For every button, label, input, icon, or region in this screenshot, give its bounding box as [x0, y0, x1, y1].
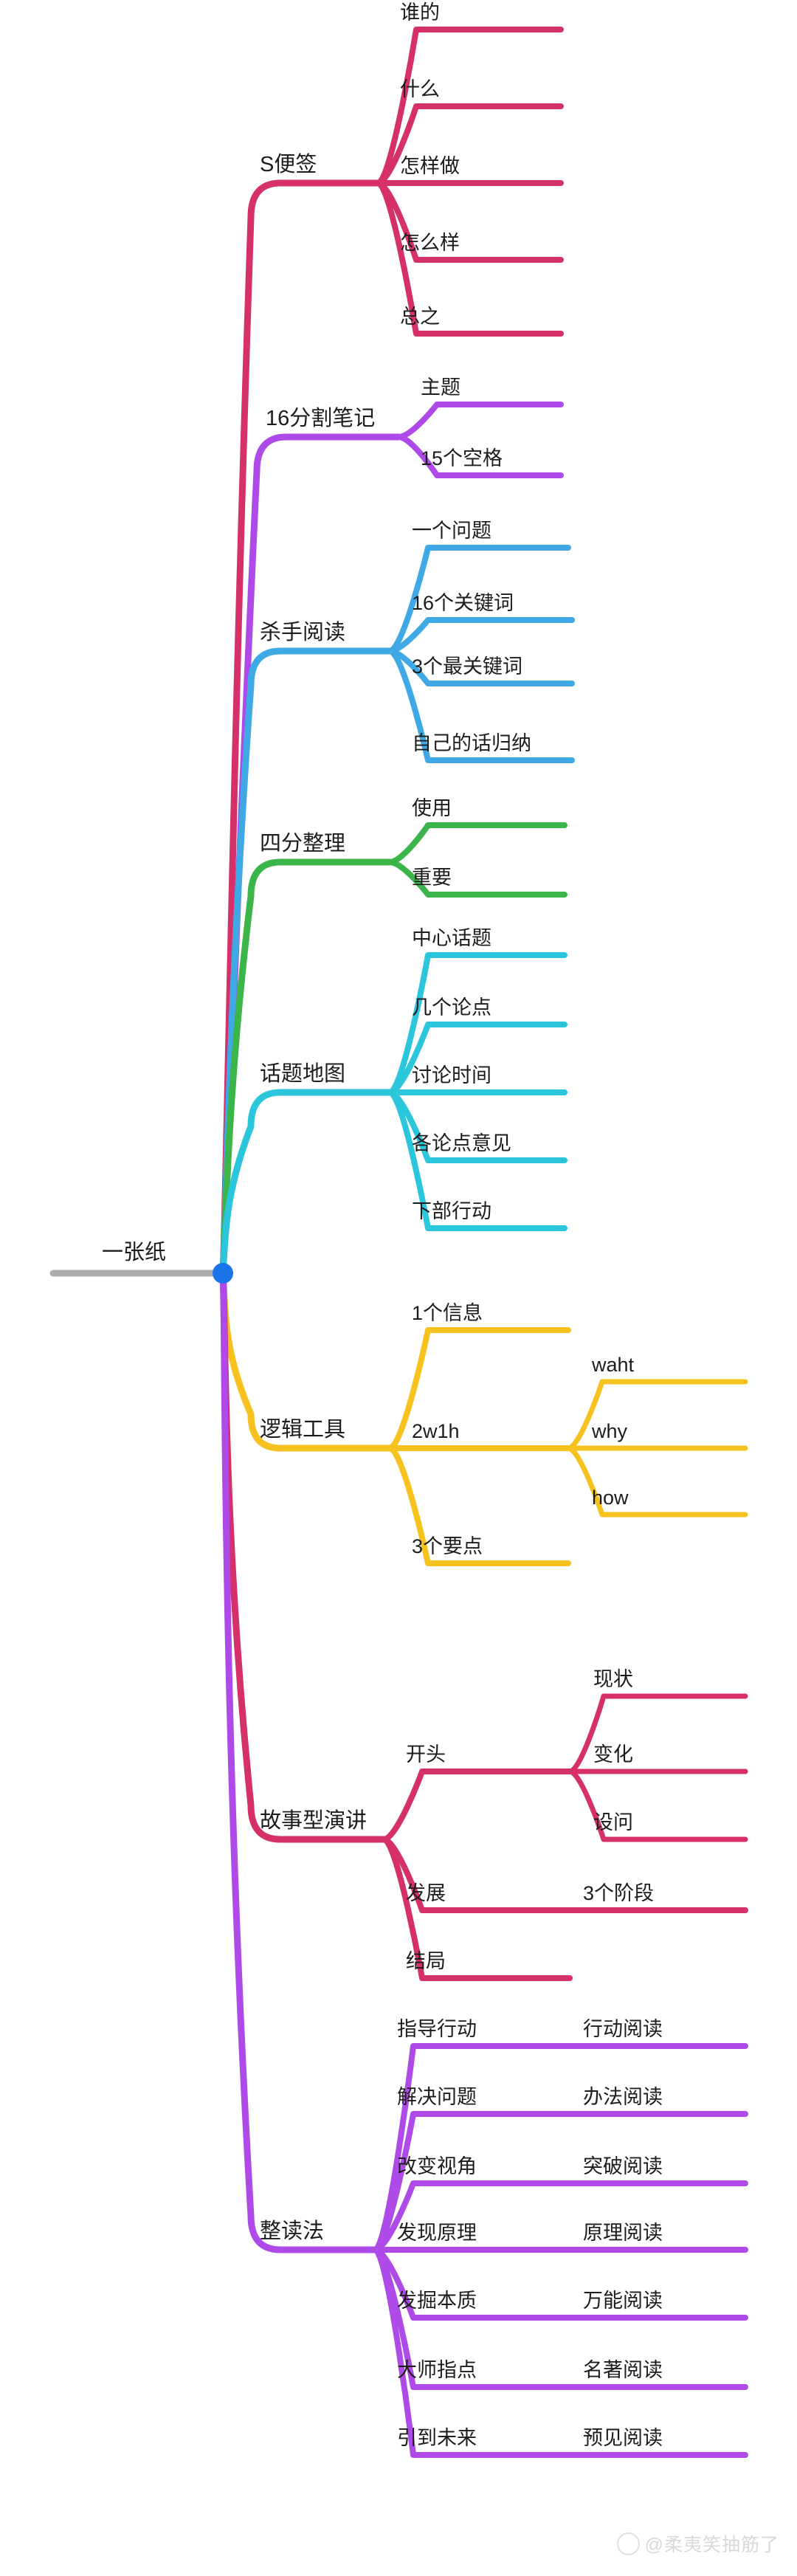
node-label-7-0[interactable]: 指导行动	[397, 2018, 477, 2040]
node-label-4-1[interactable]: 几个论点	[412, 996, 491, 1019]
root-node[interactable]: 一张纸	[49, 1240, 233, 1284]
edge-6-0-0	[567, 1693, 748, 1774]
edge-4-1	[387, 1022, 567, 1095]
node-label-7-1-leaf[interactable]: 办法阅读	[583, 2086, 663, 2108]
branch-label-1[interactable]: 16分割笔记	[266, 406, 375, 430]
edge-7-0	[372, 2043, 748, 2253]
branch-label-5[interactable]: 逻辑工具	[260, 1417, 345, 1442]
branch-spine-2	[219, 647, 393, 1277]
branch-label-4[interactable]: 话题地图	[260, 1061, 345, 1086]
edge-1-0	[396, 402, 564, 440]
node-label-7-5-leaf[interactable]: 名著阅读	[583, 2359, 663, 2381]
node-label-4-2[interactable]: 讨论时间	[412, 1064, 491, 1086]
node-label-6-0[interactable]: 开头	[406, 1743, 446, 1766]
branch-label-0[interactable]: S便签	[260, 152, 317, 176]
node-label-5-1-0[interactable]: waht	[591, 1354, 635, 1376]
node-label-2-3[interactable]: 自己的话归纳	[412, 732, 531, 754]
node-label-5-1-2[interactable]: how	[592, 1487, 629, 1509]
node-label-5-0[interactable]: 1个信息	[412, 1302, 483, 1324]
edge-2-0	[387, 545, 571, 654]
node-label-7-2-leaf[interactable]: 突破阅读	[583, 2155, 663, 2177]
node-label-7-0-leaf[interactable]: 行动阅读	[583, 2018, 663, 2040]
edge-6-2	[381, 1836, 573, 1981]
branch-spine-4	[219, 1089, 393, 1277]
node-label-3-1[interactable]: 重要	[412, 867, 452, 889]
edge-0-1	[375, 103, 564, 186]
branch-label-6[interactable]: 故事型演讲	[260, 1808, 367, 1833]
branch-spine-6	[219, 1270, 387, 1843]
node-label-7-6-leaf[interactable]: 预见阅读	[583, 2427, 663, 2449]
node-label-6-1-leaf[interactable]: 3个阶段	[583, 1882, 654, 1904]
edge-3-1	[387, 859, 567, 898]
root-hub-dot[interactable]	[213, 1263, 233, 1284]
branch-label-2[interactable]: 杀手阅读	[260, 620, 345, 644]
node-label-2-2[interactable]: 3个最关键词	[412, 655, 522, 678]
node-label-4-0[interactable]: 中心话题	[412, 927, 491, 949]
branch-label-7[interactable]: 整读法	[260, 2219, 324, 2243]
node-label-5-1[interactable]: 2w1h	[412, 1420, 460, 1442]
edge-4-4	[387, 1089, 567, 1231]
node-label-0-0[interactable]: 谁的	[400, 1, 440, 24]
edge-2-3	[387, 648, 575, 763]
node-label-7-4[interactable]: 发掘本质	[397, 2290, 477, 2312]
node-label-7-3[interactable]: 发现原理	[397, 2222, 477, 2244]
node-label-2-1[interactable]: 16个关键词	[412, 592, 514, 614]
node-label-5-1-1[interactable]: why	[591, 1420, 628, 1442]
node-label-7-3-leaf[interactable]: 原理阅读	[583, 2222, 663, 2244]
node-label-7-4-leaf[interactable]: 万能阅读	[583, 2290, 663, 2312]
node-label-0-3[interactable]: 怎么样	[400, 232, 460, 254]
edge-6-0-2	[567, 1769, 748, 1842]
node-label-7-1[interactable]: 解决问题	[397, 2086, 477, 2108]
edge-5-1-0	[565, 1379, 748, 1451]
edge-7-6	[372, 2247, 748, 2458]
node-label-1-0[interactable]: 主题	[421, 376, 460, 399]
node-label-6-1[interactable]: 发展	[406, 1882, 446, 1904]
node-label-0-1[interactable]: 什么	[400, 78, 440, 100]
node-label-1-1[interactable]: 15个空格	[421, 447, 503, 469]
edge-3-0	[387, 822, 567, 865]
edge-6-0	[381, 1769, 573, 1842]
edge-7-2	[372, 2180, 748, 2253]
node-label-4-4[interactable]: 下部行动	[412, 1200, 491, 1222]
node-label-6-0-1[interactable]: 变化	[593, 1743, 633, 1766]
edge-1-1	[396, 434, 564, 478]
edge-5-2	[387, 1445, 571, 1566]
edge-0-4	[375, 180, 564, 337]
node-label-4-3[interactable]: 各论点意见	[412, 1132, 511, 1154]
node-label-6-2[interactable]: 结局	[406, 1950, 446, 1972]
node-label-5-2[interactable]: 3个要点	[412, 1535, 483, 1557]
node-label-0-2[interactable]: 怎样做	[400, 155, 460, 177]
branch-spine-7	[219, 1270, 379, 2253]
edge-5-1-2	[565, 1445, 748, 1518]
node-label-6-0-0[interactable]: 现状	[593, 1668, 633, 1690]
node-label-7-5[interactable]: 大师指点	[397, 2359, 477, 2381]
node-label-3-0[interactable]: 使用	[412, 797, 452, 819]
node-label-7-6[interactable]: 引到未来	[397, 2427, 477, 2449]
mindmap-edges	[219, 27, 748, 2458]
branch-label-3[interactable]: 四分整理	[260, 831, 345, 855]
root-label: 一张纸	[102, 1240, 166, 1264]
node-label-6-0-2[interactable]: 设问	[593, 1811, 633, 1833]
edge-5-0	[387, 1327, 571, 1451]
node-label-7-2[interactable]: 改变视角	[397, 2155, 477, 2177]
edge-2-1	[387, 617, 575, 654]
node-label-2-0[interactable]: 一个问题	[412, 520, 491, 542]
node-label-0-4[interactable]: 总之	[400, 306, 440, 328]
